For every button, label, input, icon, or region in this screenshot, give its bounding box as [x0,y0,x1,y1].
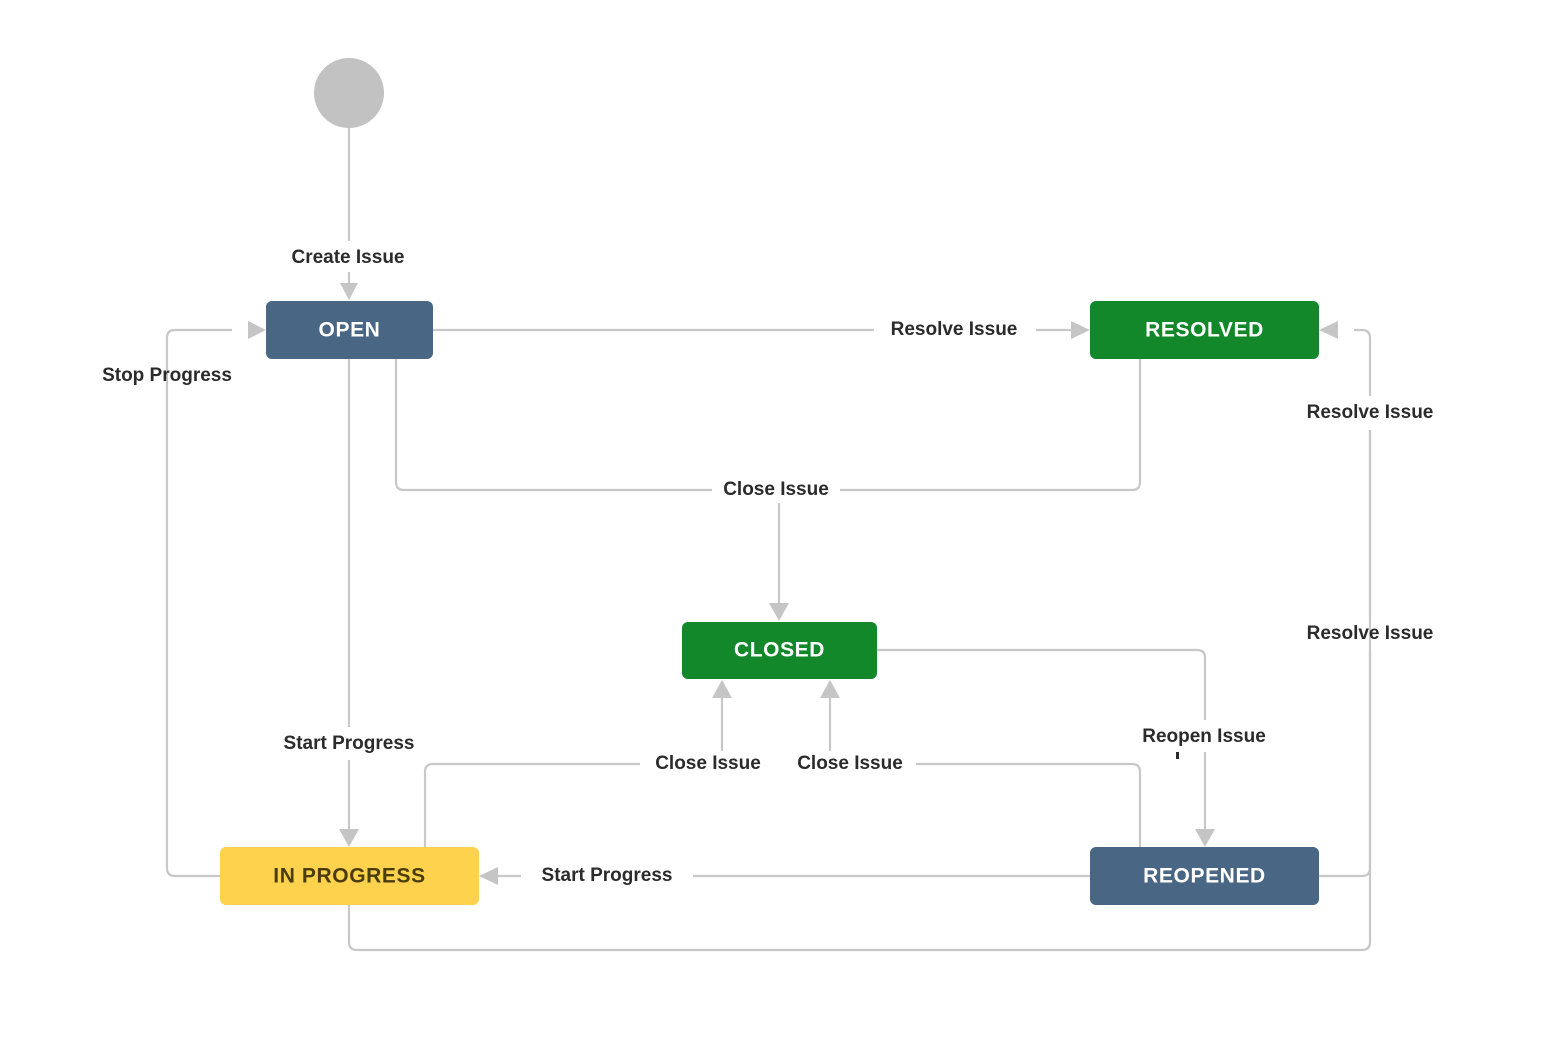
edge-resolve-issue-progress [347,651,1372,952]
edge-close-issue-open [394,359,712,492]
edge-label-resolve-issue-progress: Resolve Issue [1307,623,1434,644]
arrow-start-progress-reopened [479,867,498,885]
node-open[interactable]: OPEN [266,301,433,359]
node-in-progress[interactable]: IN PROGRESS [220,847,479,905]
edge-label-close-issue-reopened: Close Issue [797,753,903,774]
edge-label-resolve-issue-reopened: Resolve Issue [1307,402,1434,423]
edges-layer [165,128,1372,952]
node-reopened-box[interactable] [1090,847,1319,905]
arrow-start-progress-open [339,829,359,847]
edge-reopen-issue [877,648,1207,720]
edge-resolve-issue-reopened-up [1354,328,1372,396]
edge-close-issue-resolved [840,359,1142,492]
arrow-reopen-issue [1195,829,1215,847]
node-in-progress-box[interactable] [220,847,479,905]
edge-label-reopen-issue: Reopen Issue [1142,726,1266,747]
edge-close-issue-reopened [916,762,1142,847]
arrow-resolve-issue-open [1071,321,1090,339]
edge-labels-layer: Create Issue Resolve Issue Close Issue S… [102,247,1433,886]
node-closed-box[interactable] [682,622,877,679]
reopen-issue-artifact-dot [1176,752,1179,759]
edge-label-start-progress-open: Start Progress [284,733,415,754]
edge-label-close-issue-open: Close Issue [723,479,829,500]
arrow-stop-progress [248,321,266,339]
node-resolved-box[interactable] [1090,301,1319,359]
node-reopened[interactable]: REOPENED [1090,847,1319,905]
edge-resolve-issue-reopened [1319,430,1372,878]
edge-close-issue-progress [423,762,640,847]
arrow-close-issue-reopened [820,680,840,698]
start-node-circle [314,58,384,128]
edge-label-start-progress-reopened: Start Progress [542,865,673,886]
edge-label-resolve-issue-open: Resolve Issue [891,319,1018,340]
edge-stop-progress [165,328,232,878]
arrow-resolve-issue-reopened [1319,321,1338,339]
arrow-close-issue-progress [712,680,732,698]
edge-label-close-issue-progress: Close Issue [655,753,761,774]
arrow-create-issue [340,283,358,300]
node-closed[interactable]: CLOSED [682,622,877,679]
edge-label-stop-progress: Stop Progress [102,365,232,386]
arrow-close-issue-open [769,603,789,621]
node-resolved[interactable]: RESOLVED [1090,301,1319,359]
node-open-box[interactable] [266,301,433,359]
edge-label-create-issue: Create Issue [291,247,404,268]
